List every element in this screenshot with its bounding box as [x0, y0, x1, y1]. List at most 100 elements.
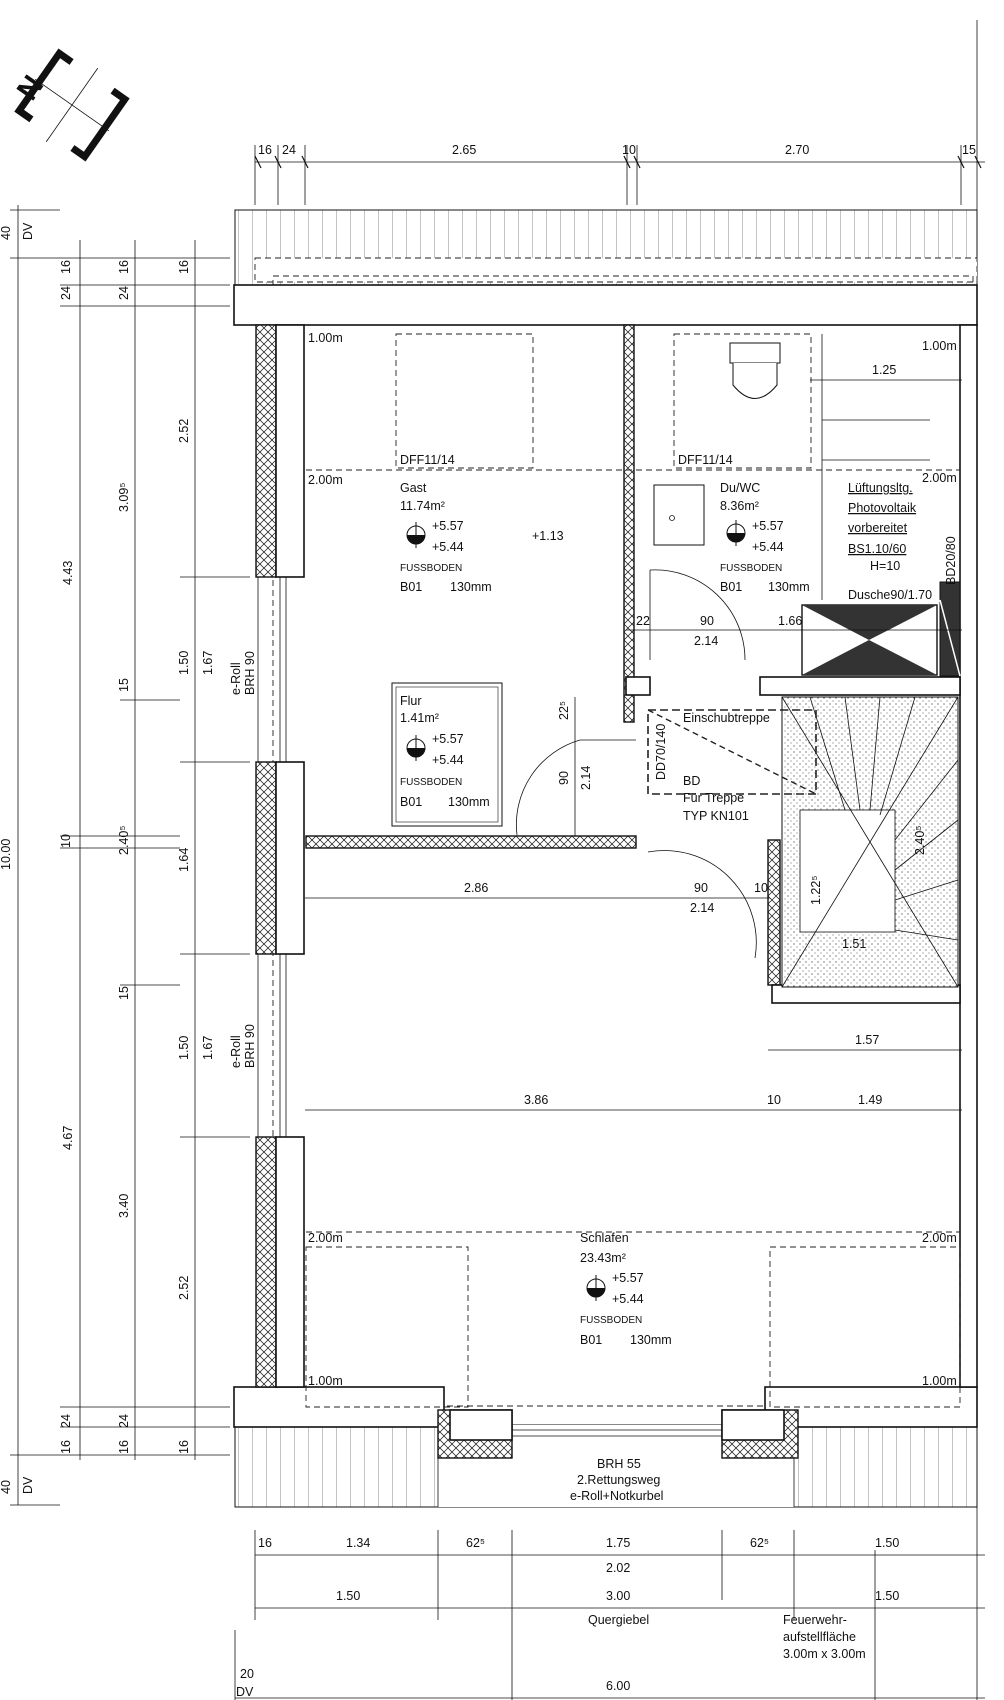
partition-wall [623, 324, 635, 723]
dim-bot-134: 1.34 [346, 1536, 370, 1550]
dim-151: 1.51 [842, 937, 866, 951]
dim-left-a16: 16 [59, 260, 73, 274]
dim-157: 1.57 [855, 1033, 879, 1047]
room-gast-level-bot: +5.44 [432, 540, 464, 554]
note-lueftung: Lüftungsltg. [848, 481, 913, 495]
dim-bot-16: 16 [258, 1536, 272, 1550]
note-notkurbel: e-Roll+Notkurbel [570, 1489, 663, 1503]
sink-icon [653, 484, 705, 546]
dim-left-15b: 15 [117, 986, 131, 1000]
note-rettungsweg: 2.Rettungsweg [577, 1473, 660, 1487]
dim-10a: 10 [754, 881, 768, 895]
dim-top-15: 15 [962, 143, 976, 157]
dim-149: 1.49 [858, 1093, 882, 1107]
room-flur-floor-code: B01 [400, 795, 422, 809]
shower-icon [801, 581, 961, 677]
dim-bot-c150: 1.50 [336, 1589, 360, 1603]
dim-stair-240: 2.40⁵ [913, 825, 927, 855]
room-gast-floor-code: B01 [400, 580, 422, 594]
note-feuerwehr-3: 3.00m x 3.00m [783, 1647, 866, 1661]
flur-box [391, 682, 503, 827]
dim-214b: 2.14 [579, 766, 593, 790]
dim-bot-150a: 1.50 [875, 1536, 899, 1550]
room-flur-floor-label: FUSSBODEN [400, 777, 462, 788]
room-schlafen-floor-mm: 130mm [630, 1333, 672, 1347]
toilet-icon [729, 342, 781, 399]
dim-left-340: 3.40 [117, 1194, 131, 1218]
room-schlafen-name: Schlafen [580, 1231, 629, 1245]
note-feuerwehr-1: Feuerwehr- [783, 1613, 847, 1627]
level-marker-gast [406, 522, 426, 548]
note-bd2080: BD20/80 [944, 536, 958, 585]
height-100-d: 1.00m [922, 1374, 957, 1388]
dim-left-dv-bot-label: DV [21, 1476, 35, 1494]
dim-bot-625b: 62⁵ [750, 1536, 769, 1550]
dim-left-252b: 2.52 [177, 1276, 191, 1300]
room-du-area: 8.36m² [720, 499, 759, 513]
room-du-floor-label: FUSSBODEN [720, 563, 782, 574]
top-wall [233, 284, 978, 326]
note-feuerwehr-2: aufstellfläche [783, 1630, 856, 1644]
dim-left-f24: 24 [117, 1414, 131, 1428]
room-flur-floor-mm: 130mm [448, 795, 490, 809]
dim-left-b24: 24 [117, 286, 131, 300]
dim-22b: 22⁵ [557, 701, 571, 720]
dim-left-167b: 1.67 [201, 1036, 215, 1060]
room-gast-floor-label: FUSSBODEN [400, 563, 462, 574]
level-marker-du [726, 520, 746, 546]
level-113: +1.13 [532, 529, 564, 543]
dim-left-dv-top-label: DV [21, 222, 35, 240]
left-wall [255, 324, 277, 578]
dim-22a: 22 [636, 614, 650, 628]
room-du-floor-code: B01 [720, 580, 742, 594]
room-du-name: Du/WC [720, 481, 760, 495]
dim-left-443: 4.43 [61, 561, 75, 585]
height-100-a: 1.00m [308, 331, 343, 345]
eroll-label-2a: e-Roll [229, 1035, 243, 1068]
dim-top-16: 16 [258, 143, 272, 157]
dim-left-150a: 1.50 [177, 651, 191, 675]
dim-bot-202: 2.02 [606, 1561, 630, 1575]
room-schlafen-area: 23.43m² [580, 1251, 626, 1265]
dim-top-265: 2.65 [452, 143, 476, 157]
room-schlafen-floor-label: FUSSBODEN [580, 1315, 642, 1326]
dim-left-252a: 2.52 [177, 419, 191, 443]
roof-window-2: DFF11/14 [678, 453, 733, 467]
dim-left-164: 1.64 [177, 848, 191, 872]
dim-bot-625a: 62⁵ [466, 1536, 485, 1550]
dim-bot-dv: DV [236, 1685, 254, 1699]
dim-left-150b: 1.50 [177, 1036, 191, 1060]
dim-left-309: 3.09⁵ [117, 482, 131, 512]
note-bs: BS1.10/60 [848, 542, 906, 556]
dim-90c: 90 [694, 881, 708, 895]
note-photovoltaik: Photovoltaik [848, 501, 917, 515]
room-gast-area: 11.74m² [400, 499, 445, 513]
height-200-b: 2.00m [922, 471, 957, 485]
dim-214a: 2.14 [694, 634, 718, 648]
dim-left-240: 2.40⁵ [117, 825, 131, 855]
dim-214c: 2.14 [690, 901, 714, 915]
eroll-label-1b: BRH 90 [243, 651, 257, 695]
dim-left-167a: 1.67 [201, 651, 215, 675]
height-200-a: 2.00m [308, 473, 343, 487]
height-100-b: 1.00m [922, 339, 957, 353]
room-du-floor-mm: 130mm [768, 580, 810, 594]
eroll-label-1a: e-Roll [229, 662, 243, 695]
dim-166: 1.66 [778, 614, 802, 628]
dim-10b: 10 [767, 1093, 781, 1107]
note-quergiebel: Quergiebel [588, 1613, 649, 1627]
dim-left-e16: 16 [59, 1440, 73, 1454]
note-brh55: BRH 55 [597, 1457, 641, 1471]
room-flur-level-bot: +5.44 [432, 753, 464, 767]
dim-bot-300: 3.00 [606, 1589, 630, 1603]
note-bd: BD [683, 774, 700, 788]
dim-left-1000: 10.00 [0, 839, 13, 870]
dim-left-a24: 24 [59, 286, 73, 300]
level-marker-schlafen [586, 1275, 606, 1301]
dim-bot-600: 6.00 [606, 1679, 630, 1693]
room-flur-name: Flur [400, 694, 422, 708]
dim-left-dv-top: 40 [0, 226, 13, 240]
height-200-d: 2.00m [922, 1231, 957, 1245]
note-typ: TYP KN101 [683, 809, 749, 823]
room-schlafen-level-top: +5.57 [612, 1271, 644, 1285]
